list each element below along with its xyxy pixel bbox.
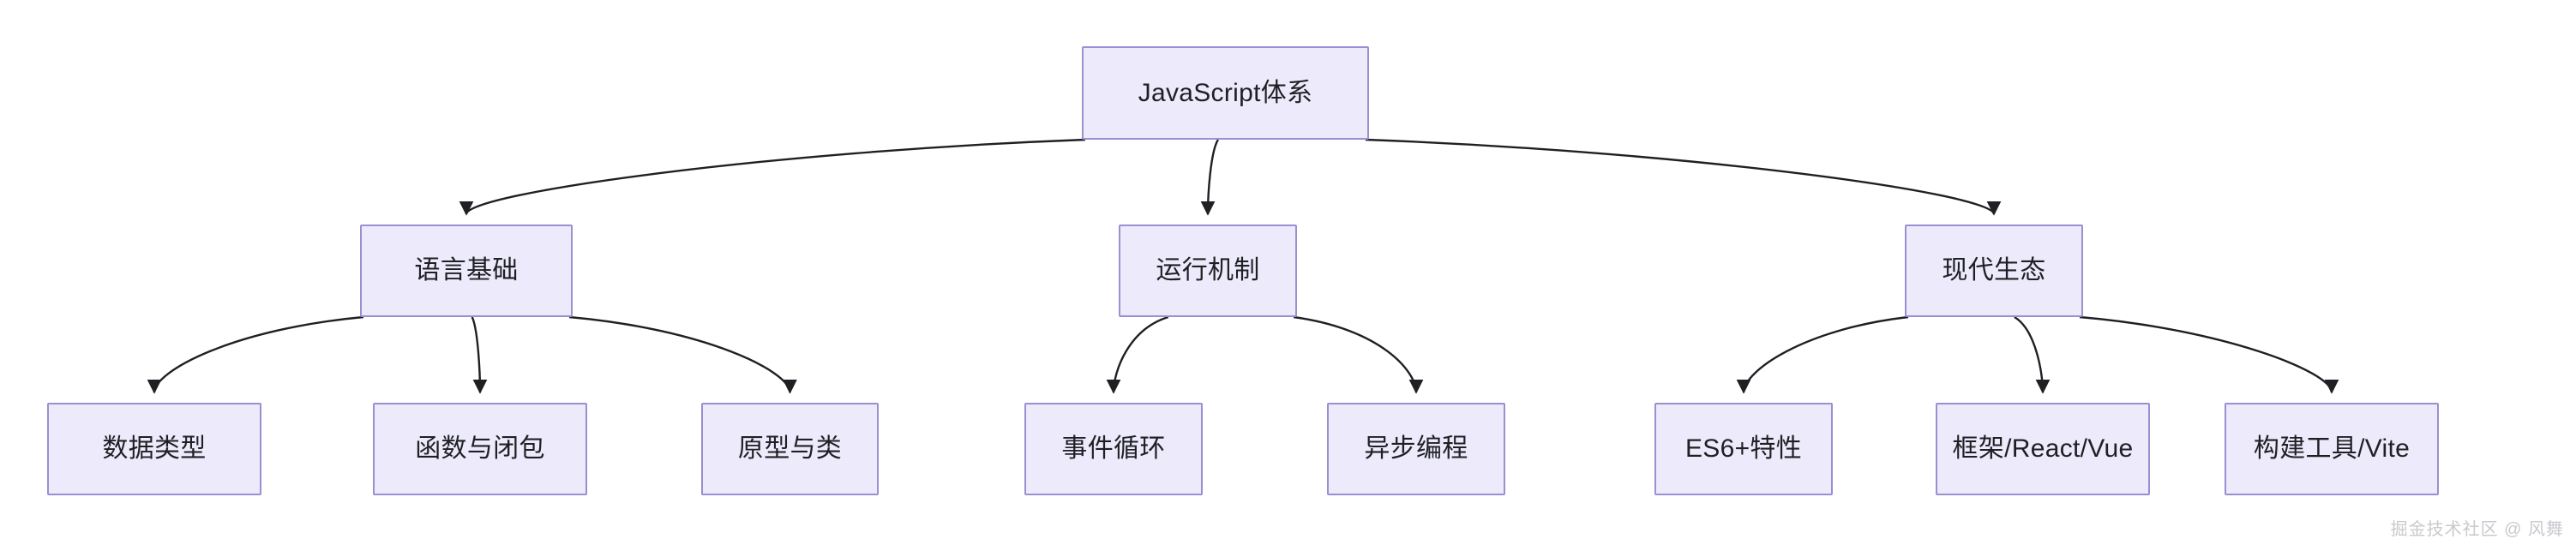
node-label: 现代生态 bbox=[1942, 256, 2046, 284]
node-label: 函数与闭包 bbox=[415, 434, 545, 463]
node-label: ES6+特性 bbox=[1684, 434, 1803, 463]
node-label: 语言基础 bbox=[414, 256, 519, 284]
node-root[interactable]: JavaScript体系 bbox=[1082, 46, 1369, 140]
edge-ecosystem-to-es6 bbox=[1736, 315, 1909, 394]
node-closures[interactable]: 函数与闭包 bbox=[373, 403, 587, 495]
node-basics[interactable]: 语言基础 bbox=[360, 225, 573, 317]
edge-basics-to-closures bbox=[471, 316, 488, 394]
edge-basics-to-datatypes bbox=[147, 315, 364, 394]
edge-root-to-basics bbox=[459, 138, 1086, 216]
node-label: 事件循环 bbox=[1061, 434, 1166, 463]
edge-ecosystem-to-frameworks bbox=[2014, 315, 2051, 394]
edge-runtime-to-async bbox=[1293, 315, 1424, 394]
node-eventloop[interactable]: 事件循环 bbox=[1024, 403, 1203, 495]
node-label: 构建工具/Vite bbox=[2253, 434, 2411, 463]
node-label: 原型与类 bbox=[737, 434, 843, 463]
node-label: 运行机制 bbox=[1156, 256, 1260, 284]
watermark: 掘金技术社区 @ 风舞 bbox=[2390, 520, 2564, 539]
node-datatypes[interactable]: 数据类型 bbox=[47, 403, 261, 495]
node-label: 异步编程 bbox=[1364, 434, 1468, 463]
edge-root-to-runtime bbox=[1200, 139, 1219, 216]
node-ecosystem[interactable]: 现代生态 bbox=[1905, 225, 2083, 317]
node-runtime[interactable]: 运行机制 bbox=[1119, 225, 1297, 317]
node-frameworks[interactable]: 框架/React/Vue bbox=[1936, 403, 2150, 495]
node-prototypes[interactable]: 原型与类 bbox=[701, 403, 879, 495]
node-label: 数据类型 bbox=[102, 434, 207, 463]
edge-ecosystem-to-buildtools bbox=[2079, 315, 2339, 394]
edge-root-to-ecosystem bbox=[1365, 138, 2002, 216]
node-label: 框架/React/Vue bbox=[1952, 434, 2134, 463]
edge-basics-to-prototypes bbox=[568, 315, 797, 394]
edge-runtime-to-eventloop bbox=[1106, 315, 1169, 394]
node-es6[interactable]: ES6+特性 bbox=[1654, 403, 1833, 495]
node-label: JavaScript体系 bbox=[1138, 78, 1313, 107]
node-async[interactable]: 异步编程 bbox=[1327, 403, 1505, 495]
node-buildtools[interactable]: 构建工具/Vite bbox=[2225, 403, 2439, 495]
